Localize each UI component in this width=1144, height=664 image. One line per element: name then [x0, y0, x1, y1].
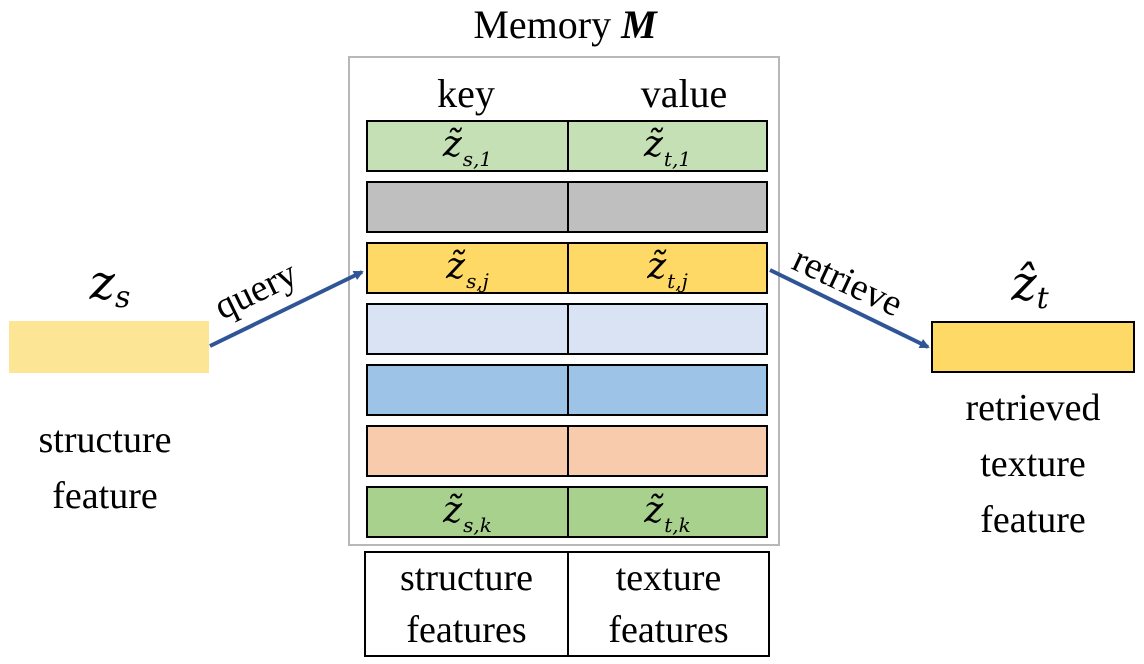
memory-value-cell: z̃t,1	[567, 121, 766, 171]
structure-feature-caption-line1: structure	[38, 419, 172, 461]
value-entry-base: z̃	[647, 246, 667, 287]
value-entry-symbol: z̃t,1	[644, 121, 691, 171]
retrieve-label: retrieve	[786, 238, 909, 325]
key-entry-base: z̃	[443, 490, 463, 531]
value-header: value	[640, 71, 728, 116]
retrieved-feature-caption-line3: feature	[980, 499, 1086, 541]
memory-key-cell: z̃s,1	[368, 121, 567, 171]
key-entry-base: z̃	[442, 124, 462, 165]
retrieved-feature-caption: retrieved texture feature	[925, 380, 1141, 548]
structure-features-label: structure features	[366, 553, 567, 655]
query-arrow	[209, 270, 364, 348]
memory-value-cell: z̃t,k	[567, 487, 766, 537]
retrieved-feature-caption-line2: texture	[980, 443, 1086, 485]
memory-title-text: Memory	[473, 2, 622, 47]
zs-sub: s	[114, 280, 131, 315]
memory-key-cell: z̃s,k	[368, 487, 567, 537]
memory-row	[366, 181, 768, 233]
key-entry-sub: s,j	[466, 269, 489, 293]
structure-features-line1: structure	[400, 557, 533, 599]
key-header: key	[437, 71, 495, 116]
key-entry-sub: s,1	[462, 147, 493, 171]
retrieved-feature-symbol: ẑt	[960, 256, 1100, 316]
value-entry-sub: t,1	[663, 147, 692, 171]
structure-features-line2: features	[406, 609, 527, 651]
retrieved-feature-box	[931, 321, 1135, 373]
memory-value-cell	[567, 305, 766, 353]
memory-value-cell	[567, 366, 766, 414]
memory-key-cell: z̃s,j	[368, 243, 567, 293]
zt-base: ẑ	[1011, 256, 1037, 312]
value-entry-sub: t,k	[664, 513, 691, 537]
query-label: query	[208, 252, 304, 328]
memory-title: Memory M	[350, 2, 780, 48]
structure-feature-box	[9, 321, 209, 373]
value-entry-sub: t,j	[667, 269, 688, 293]
key-entry-symbol: z̃s,1	[443, 121, 492, 171]
feature-type-table: structure features texture features	[364, 551, 770, 657]
texture-features-line1: texture	[615, 557, 722, 599]
memory-value-cell	[567, 427, 766, 475]
zs-base: z	[89, 255, 115, 311]
texture-features-label: texture features	[567, 553, 768, 655]
value-entry-symbol: z̃t,j	[647, 243, 688, 293]
key-entry-sub: s,k	[463, 513, 492, 537]
memory-symbol: M	[621, 2, 657, 47]
memory-row	[366, 364, 768, 416]
value-entry-base: z̃	[644, 490, 664, 531]
memory-value-cell	[567, 183, 766, 231]
structure-feature-caption: structure feature	[0, 412, 210, 524]
value-entry-symbol: z̃t,k	[644, 487, 690, 537]
memory-value-cell: z̃t,j	[567, 243, 766, 293]
retrieved-feature-caption-line1: retrieved	[965, 387, 1101, 429]
key-entry-symbol: z̃s,j	[446, 243, 489, 293]
memory-row	[366, 303, 768, 355]
zt-sub: t	[1036, 281, 1049, 316]
texture-features-line2: features	[608, 609, 729, 651]
structure-feature-symbol: zs	[50, 255, 170, 315]
structure-feature-caption-line2: feature	[52, 475, 158, 517]
value-entry-base: z̃	[643, 124, 663, 165]
key-entry-symbol: z̃s,k	[443, 487, 492, 537]
retrieve-arrow	[769, 268, 930, 349]
memory-frame	[348, 56, 780, 546]
memory-row	[366, 425, 768, 477]
key-entry-base: z̃	[446, 246, 466, 287]
